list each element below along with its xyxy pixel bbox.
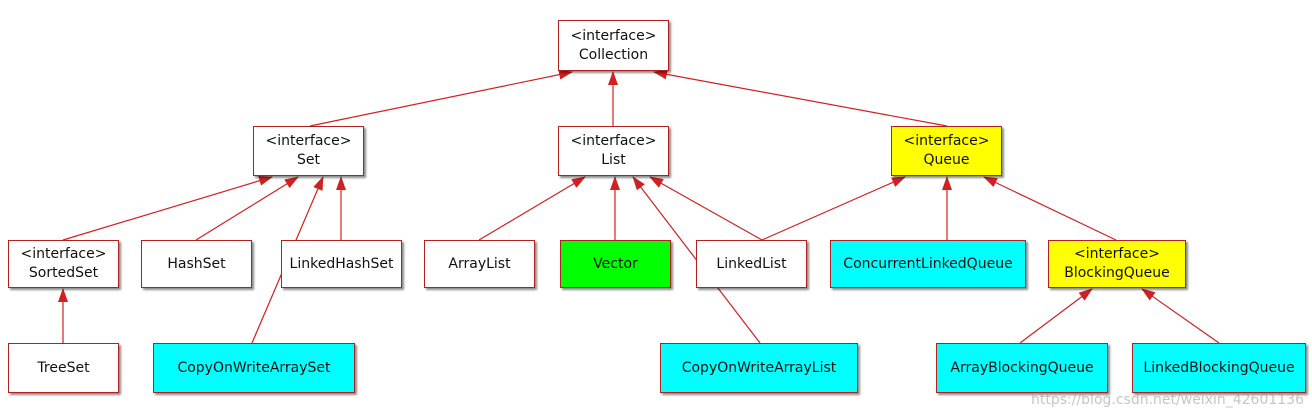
node-blockingqueue-line1: <interface> <box>1074 246 1160 262</box>
node-concurrentlinkedqueue: ConcurrentLinkedQueue <box>830 240 1026 288</box>
arrow-sortedset-to-set <box>62 175 273 241</box>
node-blockingqueue-line2: BlockingQueue <box>1064 265 1170 281</box>
arrow-queue-to-collection <box>653 69 948 127</box>
node-set-line2: Set <box>297 152 320 168</box>
arrow-hashset-to-set <box>195 176 299 241</box>
node-hashset: HashSet <box>141 240 252 288</box>
node-concurrentlinkedqueue-line1: ConcurrentLinkedQueue <box>843 255 1013 272</box>
node-arrayblockingqueue: ArrayBlockingQueue <box>936 343 1108 393</box>
node-list: <interface> List <box>558 126 669 176</box>
arrow-arraylist-to-list <box>478 176 586 241</box>
node-copyonwritearrayset: CopyOnWriteArraySet <box>153 343 355 393</box>
arrow-linkedblockingqueue-to-blockingqueue <box>1141 288 1220 344</box>
arrow-linkedlist-to-list <box>649 176 763 241</box>
node-queue: <interface> Queue <box>891 126 1002 176</box>
node-hashset-line1: HashSet <box>167 255 226 272</box>
node-collection: <interface> Collection <box>558 20 669 71</box>
node-collection-line2: Collection <box>578 46 649 63</box>
node-treeset: TreeSet <box>8 343 119 393</box>
node-linkedlist: LinkedList <box>696 240 807 288</box>
node-sortedset: <interface> SortedSet <box>8 240 119 288</box>
node-list-line2: List <box>601 152 626 168</box>
node-blockingqueue: <interface> BlockingQueue <box>1048 240 1186 288</box>
node-list-line1: <interface> <box>570 133 657 149</box>
inheritance-arrows <box>58 69 1220 344</box>
node-copyonwritearrayset-line1: CopyOnWriteArraySet <box>177 359 331 376</box>
arrow-blockingqueue-to-queue <box>983 176 1117 241</box>
watermark-url: https://blog.csdn.net/weixin_42601136 <box>1030 392 1304 408</box>
node-linkedblockingqueue-line1: LinkedBlockingQueue <box>1143 359 1295 376</box>
node-linkedhashset-line1: LinkedHashSet <box>289 255 394 272</box>
node-queue-line1: <interface> <box>903 133 990 149</box>
node-linkedblockingqueue: LinkedBlockingQueue <box>1132 343 1306 393</box>
node-vector: Vector <box>560 240 671 288</box>
node-collection-line1: <interface> <box>570 27 657 44</box>
node-arraylist: ArrayList <box>424 240 535 288</box>
node-arrayblockingqueue-line1: ArrayBlockingQueue <box>950 359 1094 376</box>
node-copyonwritearraylist-line1: CopyOnWriteArrayList <box>681 359 837 376</box>
node-copyonwritearraylist: CopyOnWriteArrayList <box>660 343 858 393</box>
arrow-arrayblockingqueue-to-blockingqueue <box>1019 288 1093 344</box>
node-sortedset-line1: <interface> <box>20 246 107 262</box>
node-treeset-line1: TreeSet <box>37 359 90 376</box>
node-linkedhashset: LinkedHashSet <box>281 240 402 288</box>
node-sortedset-line2: SortedSet <box>28 265 99 281</box>
node-set-line1: <interface> <box>265 133 352 149</box>
node-arraylist-line1: ArrayList <box>448 255 511 272</box>
node-vector-line1: Vector <box>593 255 638 272</box>
node-queue-line2: Queue <box>923 152 970 168</box>
node-set: <interface> Set <box>253 126 364 176</box>
arrow-linkedlist-to-queue <box>761 176 906 241</box>
node-linkedlist-line1: LinkedList <box>716 255 787 272</box>
arrow-set-to-collection <box>309 69 573 127</box>
